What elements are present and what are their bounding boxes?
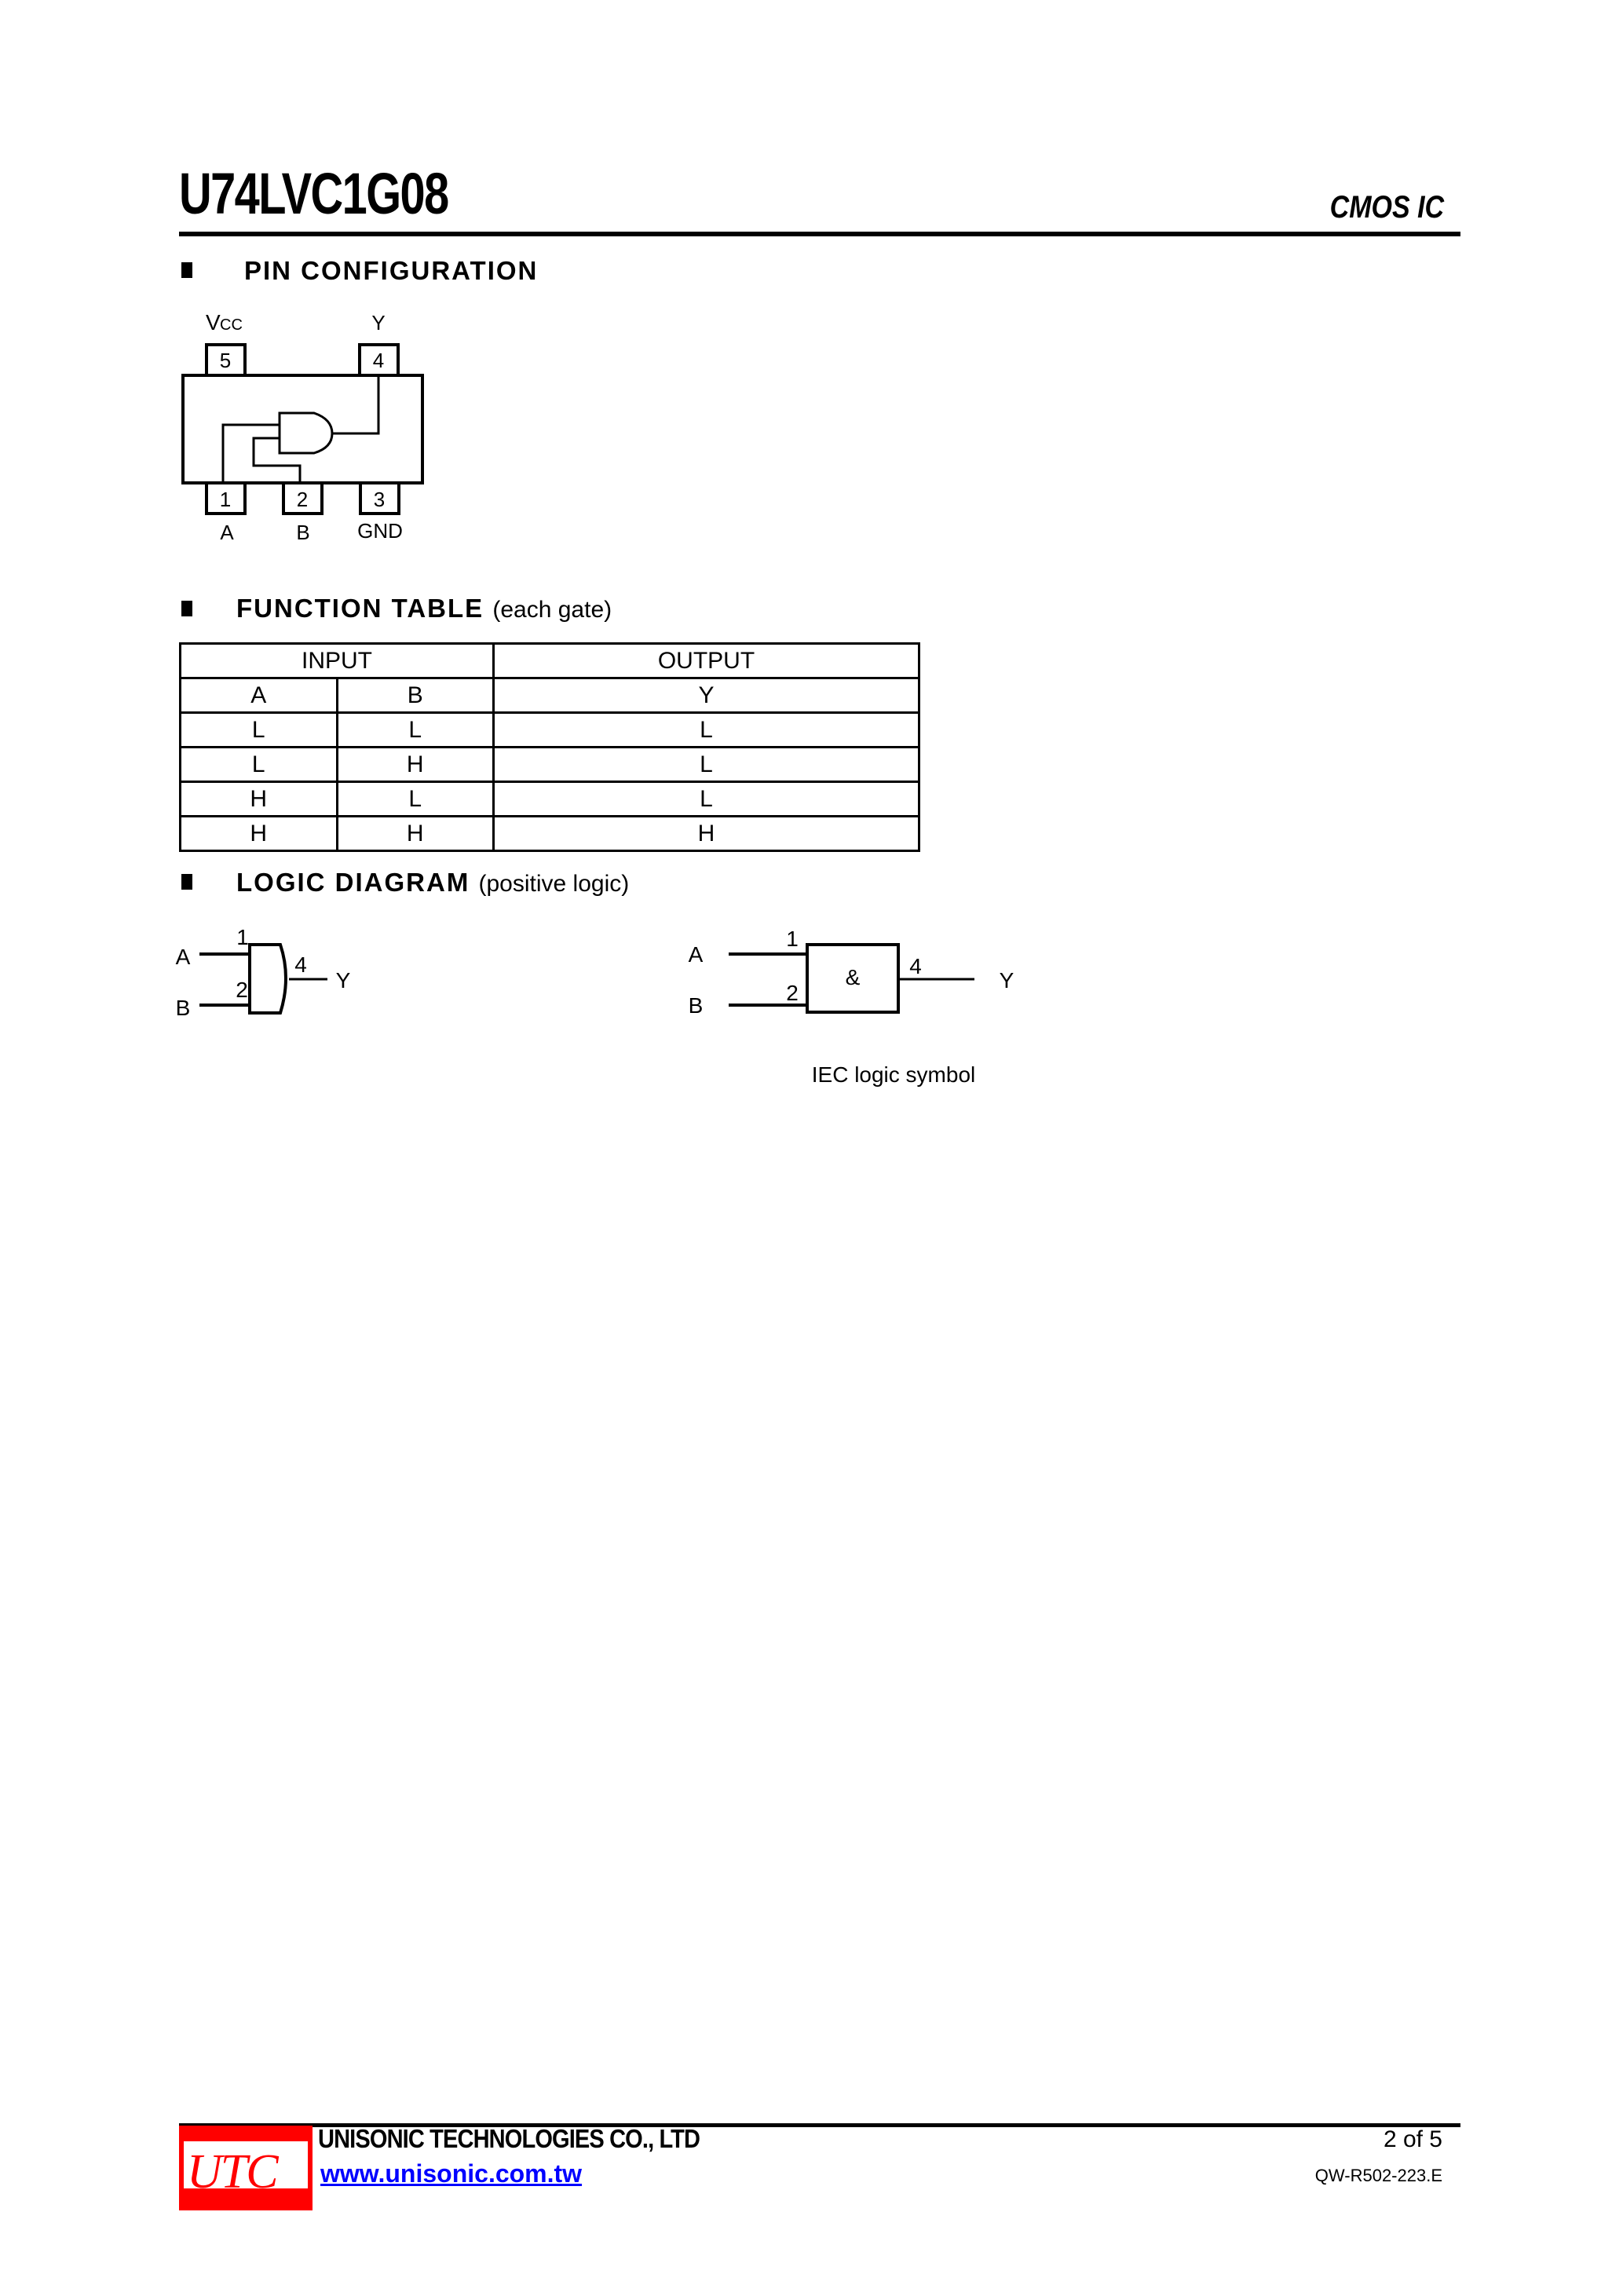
svg-text:CC: CC bbox=[220, 316, 243, 334]
pin-label-vcc: V CC bbox=[206, 310, 243, 335]
and-gate-diagram: A B 1 2 4 Y bbox=[157, 911, 628, 1036]
cell: L bbox=[492, 746, 920, 783]
footer-rule bbox=[179, 2123, 1460, 2127]
pin-label-gnd: GND bbox=[357, 519, 403, 543]
pin-number-3: 3 bbox=[374, 488, 385, 511]
table-row: L L L bbox=[179, 711, 920, 748]
iec-caption: IEC logic symbol bbox=[812, 1062, 976, 1087]
cell: H bbox=[335, 815, 495, 852]
iec-logic-symbol-diagram: A B 1 2 & 4 Y IEC logic symbol bbox=[644, 903, 1131, 1091]
svg-text:V: V bbox=[206, 310, 221, 335]
gate-input-b-label: B bbox=[176, 996, 191, 1020]
gate-pin-1-label: 1 bbox=[236, 925, 249, 949]
table-group-header-row: INPUT OUTPUT bbox=[179, 642, 920, 679]
section-title-function-table: FUNCTION TABLE (each gate) bbox=[236, 594, 612, 623]
gate-output-y-label: Y bbox=[336, 968, 351, 993]
section-title-pin-configuration: PIN CONFIGURATION bbox=[244, 256, 539, 285]
function-table: INPUT OUTPUT A B Y L L L L H L H L L H H… bbox=[179, 642, 920, 852]
cell: L bbox=[335, 711, 495, 748]
part-number-title: U74LVC1G08 bbox=[179, 161, 449, 226]
iec-input-b-label: B bbox=[689, 993, 704, 1018]
pin-configuration-diagram: 5 4 1 2 3 Y A B GND V CC bbox=[157, 298, 471, 558]
section-bullet-icon bbox=[181, 601, 192, 616]
iec-pin-1-label: 1 bbox=[786, 927, 799, 951]
cell: L bbox=[492, 781, 920, 817]
pin-number-2: 2 bbox=[297, 488, 308, 511]
website-link[interactable]: www.unisonic.com.tw bbox=[320, 2159, 583, 2188]
iec-input-a-label: A bbox=[689, 942, 704, 967]
header-rule bbox=[179, 232, 1460, 236]
gate-pin-4-label: 4 bbox=[294, 952, 307, 977]
section-subtitle: (each gate) bbox=[492, 597, 612, 623]
cell: L bbox=[179, 711, 338, 748]
iec-output-y-label: Y bbox=[1000, 968, 1014, 993]
gate-pin-2-label: 2 bbox=[236, 978, 248, 1002]
section-title-logic-diagram: LOGIC DIAGRAM (positive logic) bbox=[236, 868, 630, 897]
header-output: OUTPUT bbox=[492, 642, 920, 679]
section-bullet-icon bbox=[181, 874, 192, 890]
category-label: CMOS IC bbox=[1329, 190, 1444, 225]
cell: L bbox=[335, 781, 495, 817]
column-header-b: B bbox=[335, 677, 495, 714]
utc-logo-text: UTC bbox=[187, 2145, 279, 2199]
section-subtitle: (positive logic) bbox=[478, 871, 630, 897]
pin-number-4: 4 bbox=[373, 349, 384, 372]
table-row: H H H bbox=[179, 815, 920, 852]
column-header-y: Y bbox=[492, 677, 920, 714]
utc-logo: UTC bbox=[179, 2126, 313, 2210]
table-row: L H L bbox=[179, 746, 920, 783]
iec-pin-4-label: 4 bbox=[909, 954, 922, 978]
gate-input-a-label: A bbox=[176, 945, 191, 969]
iec-and-symbol: & bbox=[846, 965, 861, 989]
section-bullet-icon bbox=[181, 262, 192, 278]
pin-label-b: B bbox=[296, 521, 309, 544]
iec-pin-2-label: 2 bbox=[786, 981, 799, 1005]
cell: H bbox=[335, 746, 495, 783]
pin-number-5: 5 bbox=[220, 349, 231, 372]
cell: H bbox=[492, 815, 920, 852]
company-name: UNISONIC TECHNOLOGIES CO., LTD bbox=[318, 2124, 700, 2153]
pin-number-1: 1 bbox=[220, 488, 231, 511]
pin-label-y: Y bbox=[371, 311, 385, 335]
table-column-header-row: A B Y bbox=[179, 677, 920, 714]
utc-logo-panel: UTC bbox=[184, 2141, 308, 2196]
cell: L bbox=[492, 711, 920, 748]
column-header-a: A bbox=[179, 677, 338, 714]
pin-label-a: A bbox=[220, 521, 234, 544]
cell: H bbox=[179, 781, 338, 817]
table-row: H L L bbox=[179, 781, 920, 817]
document-number: QW-R502-223.E bbox=[1314, 2166, 1442, 2185]
cell: H bbox=[179, 815, 338, 852]
page-number: 2 of 5 bbox=[1383, 2126, 1442, 2152]
cell: L bbox=[179, 746, 338, 783]
header-input: INPUT bbox=[179, 642, 495, 679]
